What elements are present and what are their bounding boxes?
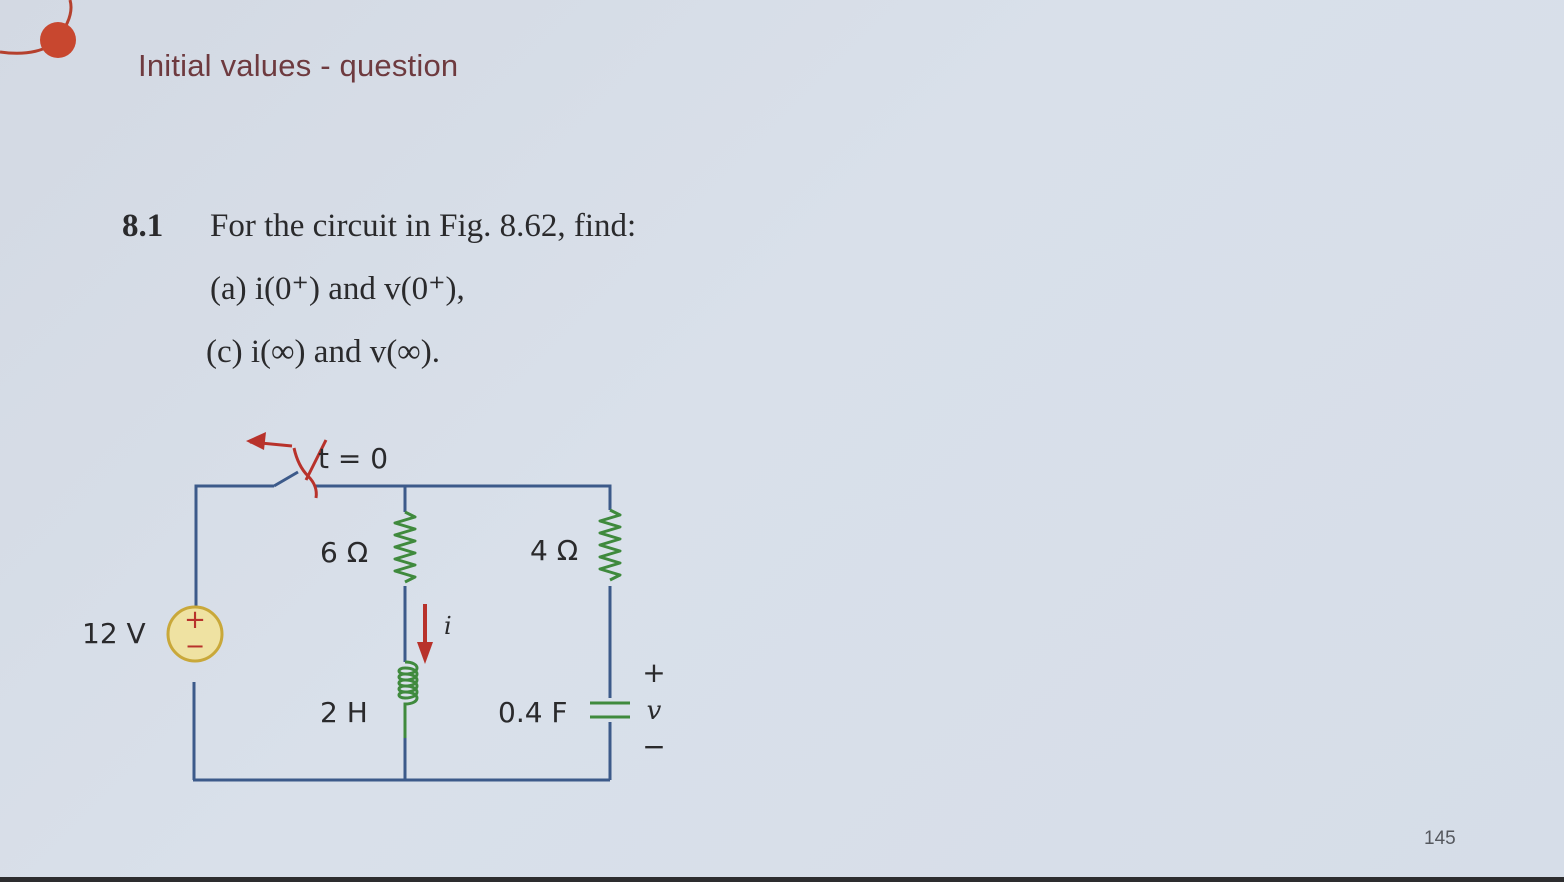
circuit-wires: [192, 484, 612, 782]
resistor-6-ohm-icon: [393, 510, 417, 584]
resistor-6-label: 6 Ω: [320, 536, 368, 569]
switch-label: t = 0: [318, 442, 388, 475]
voltage-label: v: [647, 696, 662, 726]
bottom-border: [0, 877, 1564, 882]
problem-intro: For the circuit in Fig. 8.62, find:: [210, 208, 637, 244]
voltage-minus: −: [642, 730, 665, 763]
corner-dot-icon: [40, 22, 76, 58]
resistor-4-label: 4 Ω: [530, 534, 578, 567]
capacitor-label: 0.4 F: [498, 696, 568, 729]
current-label: i: [444, 612, 452, 640]
source-label: 12 V: [82, 617, 146, 650]
circuit-diagram: t = 0 + − 12 V 6 Ω 4 Ω i 2 H 0.4 F + v −: [82, 432, 666, 782]
resistor-4-ohm-icon: [598, 508, 622, 582]
voltage-source-icon: + −: [166, 605, 224, 663]
switch-icon: [246, 432, 328, 499]
source-plus-sign: +: [184, 605, 206, 635]
problem-part-a: (a) i(0⁺) and v(0⁺),: [210, 271, 465, 307]
slide-title: Initial values - question: [138, 48, 459, 83]
inductor-label: 2 H: [320, 696, 368, 729]
corner-decoration: [0, 0, 76, 58]
voltage-plus: +: [642, 656, 665, 689]
current-arrow-icon: [417, 604, 433, 664]
capacitor-icon: [590, 701, 630, 719]
problem-number: 8.1: [122, 208, 164, 244]
inductor-2h-icon: [397, 660, 419, 738]
problem-part-c: (c) i(∞) and v(∞).: [206, 334, 440, 370]
page-number: 145: [1424, 828, 1456, 849]
source-minus-sign: −: [185, 632, 205, 660]
